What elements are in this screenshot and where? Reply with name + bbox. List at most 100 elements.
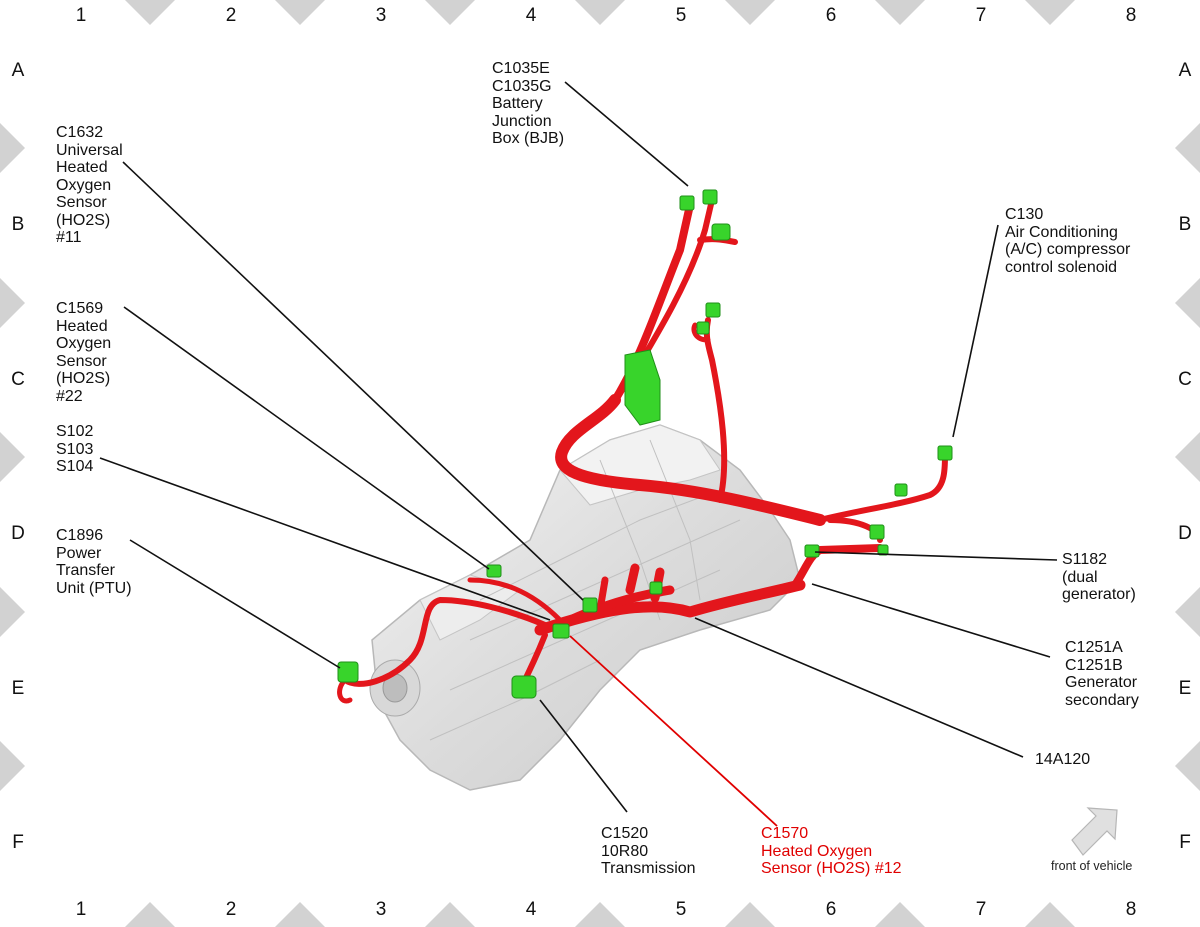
callout-line: C1896 [56,527,104,544]
connector-bjb [711,223,731,241]
left-marker [0,278,25,328]
connector-c1896 [337,661,359,683]
callout-line: C1569 [56,300,104,317]
connector-s102 [582,597,598,613]
row-label-left: B [11,214,25,235]
leader-line-c1570 [569,635,778,827]
callout-c1896-ptu: C1896 Power Transfer Unit (PTU) [56,527,132,597]
callout-line: #11 [56,229,82,246]
row-label-right: C [1178,369,1192,390]
connector-c1520 [511,675,537,699]
callout-line: (HO2S) [56,370,111,387]
row-label-left: D [11,523,25,544]
callout-line: C1251A [1065,639,1123,656]
connector-trunk [649,581,663,595]
callout-line: C1570 [761,825,809,842]
top-marker [125,0,175,25]
connectors [337,189,953,699]
connector-right [869,524,885,540]
bjb-block [624,349,661,426]
col-label-top: 4 [525,5,537,26]
callout-line: Sensor [56,352,107,370]
top-marker [275,0,325,25]
connector-c1035g [702,189,718,205]
col-label-top: 1 [75,5,87,26]
bottom-marker [125,902,175,927]
callout-c1520-transmission: C1520 10R80 Transmission [601,825,696,878]
row-label-left: C [11,369,25,390]
leader-lines [99,81,1058,813]
left-marker [0,123,25,173]
callout-c1035-bjb: C1035E C1035G Battery Junction Box (BJB) [492,60,564,148]
callout-c1570-ho2s-12: C1570 Heated Oxygen Sensor (HO2S) #12 [761,825,902,878]
callout-line: S103 [56,440,94,458]
bottom-marker [875,902,925,927]
connector-c1570 [552,623,570,639]
callout-line: #22 [56,387,83,405]
callout-line: (dual [1062,568,1098,586]
front-arrow-icon [1071,807,1118,856]
callout-line: Air Conditioning [1005,223,1118,241]
bottom-marker [575,902,625,927]
top-marker [1025,0,1075,25]
callout-line: Heated Oxygen [761,842,873,860]
callout-line: Heated [56,159,108,176]
col-label-bottom: 5 [675,899,687,920]
callout-line: Transfer [56,562,115,579]
callout-line: Unit (PTU) [56,579,132,597]
bottom-marker [725,902,775,927]
right-marker [1175,587,1200,637]
row-label-left: A [11,60,25,81]
callout-line: 14A120 [1035,751,1091,768]
callout-line: Transmission [601,860,696,877]
right-marker [1175,278,1200,328]
row-label-left: F [12,832,24,853]
connector-c130 [937,445,953,461]
callout-14a120: 14A120 [1035,751,1090,769]
callout-line: Sensor [56,194,107,211]
connector-c1035e [679,195,695,211]
callout-c1251-generator: C1251A C1251B Generator secondary [1065,639,1139,709]
row-label-right: F [1179,832,1191,853]
top-marker [875,0,925,25]
col-label-top: 7 [975,5,987,26]
col-label-top: 6 [825,5,837,26]
callout-line: S102 [56,423,94,440]
callout-c1632-ho2s-11: C1632 Universal Heated Oxygen Sensor (HO… [56,124,123,247]
col-label-top: 8 [1125,5,1137,26]
callout-line: Generator [1065,674,1138,691]
callout-s102-s104: S102 S103 S104 [56,423,93,476]
callout-line: C1035G [492,77,552,95]
left-marker [0,587,25,637]
row-label-right: A [1178,60,1192,81]
callout-line: (A/C) compressor [1005,241,1131,258]
top-marker [575,0,625,25]
col-label-bottom: 6 [825,899,837,920]
right-marker [1175,432,1200,482]
row-label-right: B [1178,214,1192,235]
right-marker [1175,741,1200,791]
row-label-left: E [11,678,25,699]
callout-line: Universal [56,141,123,159]
callout-line: C1520 [601,825,649,842]
callout-line: C1251B [1065,656,1123,674]
callout-line: Oxygen [56,176,112,194]
row-label-right: D [1178,523,1192,544]
callout-line: S104 [56,458,94,475]
connector-c1569 [486,564,502,578]
col-label-bottom: 3 [375,899,387,920]
connector-upper-mid [705,302,721,318]
bottom-marker [425,902,475,927]
callout-line: Power [56,544,102,562]
left-marker [0,741,25,791]
col-label-top: 3 [375,5,387,26]
callout-s1182: S1182 (dual generator) [1062,551,1136,604]
top-marker [425,0,475,25]
col-label-top: 2 [225,5,237,26]
row-label-right: E [1178,678,1192,699]
col-label-bottom: 1 [75,899,87,920]
col-label-top: 5 [675,5,687,26]
callout-line: Battery [492,95,543,112]
